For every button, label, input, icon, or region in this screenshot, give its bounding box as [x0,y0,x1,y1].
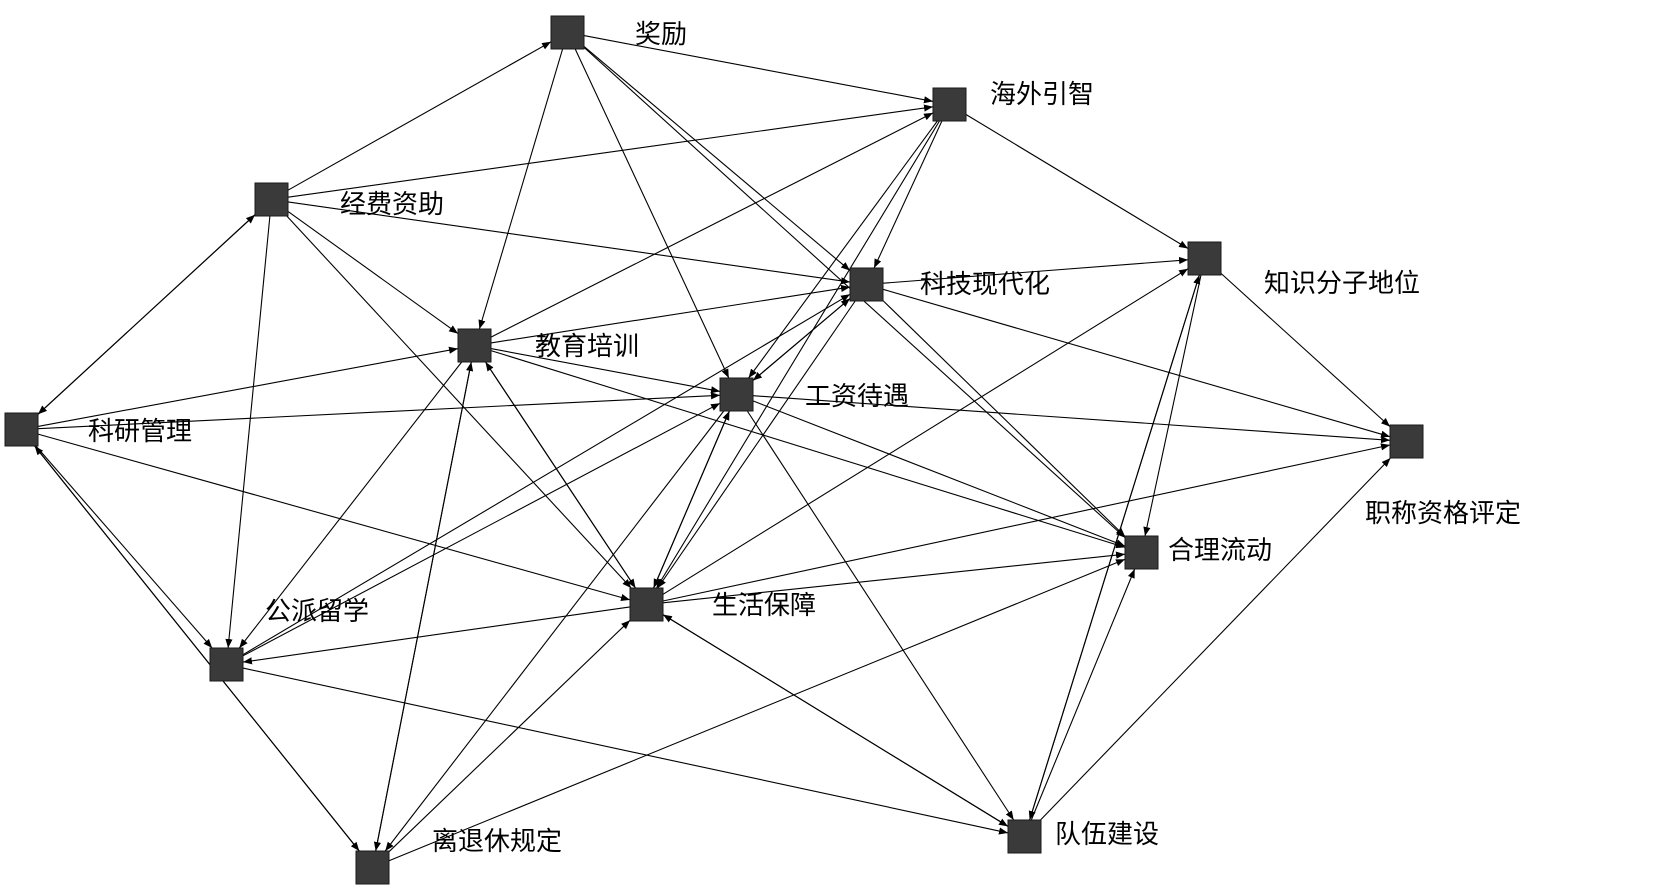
edge-lituixiu-to-shenghuo [388,619,631,853]
node-zhishi: 知识分子地位 [1187,241,1420,299]
node-box-duiwu [1007,819,1042,854]
edge-kejixdh-to-shenghuo [657,300,856,589]
edge-shenghuo-to-jiaoyu [485,361,636,589]
edge-haiwai-to-gongzi [748,120,938,379]
edge-haiwai-to-zhishi [965,114,1189,249]
node-heli: 合理流动 [1124,535,1272,570]
edge-jiaoyu-to-kejixdh [490,284,851,344]
node-label-gongpai: 公派留学 [265,597,369,627]
nodes-layer: 奖励 海外引智 经费资助 科技现代化 知识分子地位 教育培训 工资待遇 科研管 [4,15,1521,885]
edge-jiaoyu-to-gongzi [490,348,721,394]
node-zhicheng: 职称资格评定 [1365,424,1521,529]
edge-jingfei-to-jiangli [287,41,552,191]
edge-jiangli-to-haiwai [583,35,934,104]
edge-gongzi-to-kejixdh [752,298,851,381]
edge-jingfei-to-shenghuo [286,215,632,589]
node-jiangli: 奖励 [550,15,687,50]
node-label-jiaoyu: 教育培训 [535,332,639,362]
edge-duiwu-to-shenghuo [662,614,1009,827]
node-jingfei: 经费资助 [254,182,444,220]
node-box-zhicheng [1389,424,1424,459]
edge-gongpai-to-kejixdh [242,293,851,656]
edge-jiaoyu-to-gongpai [238,361,463,649]
edge-shenghuo-to-heli [662,551,1126,604]
node-label-jiangli: 奖励 [635,20,687,50]
edge-gongzi-to-duiwu [746,410,1015,821]
node-label-gongzi: 工资待遇 [805,382,909,412]
node-shenghuo: 生活保障 [629,587,816,622]
node-label-jingfei: 经费资助 [340,190,444,220]
edge-haiwai-to-kejixdh [873,120,943,269]
edge-lituixiu-to-heli [388,558,1126,862]
node-keyan: 科研管理 [4,412,192,447]
node-box-gongzi [719,377,754,412]
edge-duiwu-to-zhicheng [1040,457,1391,821]
edge-jiangli-to-gongzi [574,48,730,379]
edge-zhishi-to-heli [1143,274,1202,537]
node-label-kejixdh: 科技现代化 [920,270,1050,300]
edge-gongzi-to-heli [752,400,1126,547]
edge-zhishi-to-zhicheng [1220,272,1391,428]
edge-lituixiu-to-jiaoyu [375,361,474,852]
node-box-heli [1124,535,1159,570]
edge-shenghuo-to-gongzi [653,410,730,589]
node-box-shenghuo [629,587,664,622]
node-box-lituixiu [355,850,390,885]
node-box-kejixdh [849,267,884,302]
node-label-haiwai: 海外引智 [990,80,1094,110]
node-box-jingfei [254,182,289,217]
node-kejixdh: 科技现代化 [849,267,1050,302]
node-label-keyan: 科研管理 [88,417,192,447]
edge-jiangli-to-kejixdh [583,45,851,272]
edge-jiaoyu-to-heli [490,350,1126,549]
edge-jiangli-to-jiaoyu [478,48,564,330]
node-label-zhishi: 知识分子地位 [1264,269,1420,299]
node-label-heli: 合理流动 [1168,536,1272,566]
edge-keyan-to-gongpai [35,445,213,649]
edge-jingfei-to-jiaoyu [287,210,459,335]
node-box-jiaoyu [457,328,492,363]
edge-jiaoyu-to-haiwai [490,112,934,338]
node-label-duiwu: 队伍建设 [1055,820,1159,850]
node-label-zhicheng: 职称资格评定 [1365,499,1521,529]
edge-jingfei-to-kejixdh [287,201,851,285]
edge-gongpai-to-duiwu [242,667,1009,835]
node-box-jiangli [550,15,585,50]
edge-keyan-to-gongzi [37,392,721,430]
node-haiwai: 海外引智 [932,80,1094,122]
edges-layer [34,35,1391,862]
edge-shenghuo-to-zhishi [662,268,1189,595]
node-lituixiu: 离退休规定 [355,827,562,885]
edge-duiwu-to-zhishi [1029,274,1201,821]
edge-haiwai-to-shenghuo [656,120,940,589]
edge-jingfei-to-haiwai [287,104,934,198]
edge-duiwu-to-heli [1030,568,1136,821]
edge-shenghuo-to-gongpai [242,606,631,665]
edge-keyan-to-shenghuo [37,433,631,601]
edge-kejixdh-to-zhishi [882,256,1189,284]
node-gongpai: 公派留学 [209,597,369,682]
node-box-zhishi [1187,241,1222,276]
edge-kejixdh-to-heli [882,300,1126,537]
edge-keyan-to-jiaoyu [37,346,459,427]
edge-gongzi-to-lituixiu [384,410,725,852]
node-box-haiwai [932,87,967,122]
node-box-gongpai [209,647,244,682]
node-label-lituixiu: 离退休规定 [432,827,562,857]
edge-lituixiu-to-keyan [34,445,360,852]
edge-kejixdh-to-zhicheng [882,288,1391,438]
node-gongzi: 工资待遇 [719,377,909,412]
edge-shenghuo-to-zhicheng [662,443,1391,602]
edge-gongpai-to-gongzi [242,402,721,657]
node-duiwu: 队伍建设 [1007,819,1159,854]
node-box-keyan [4,412,39,447]
edge-gongzi-to-zhicheng [752,395,1391,444]
edge-keyan-to-jingfei [37,214,256,415]
edge-jingfei-to-gongpai [225,215,271,649]
node-jiaoyu: 教育培训 [457,328,639,363]
node-label-shenghuo: 生活保障 [712,591,816,621]
